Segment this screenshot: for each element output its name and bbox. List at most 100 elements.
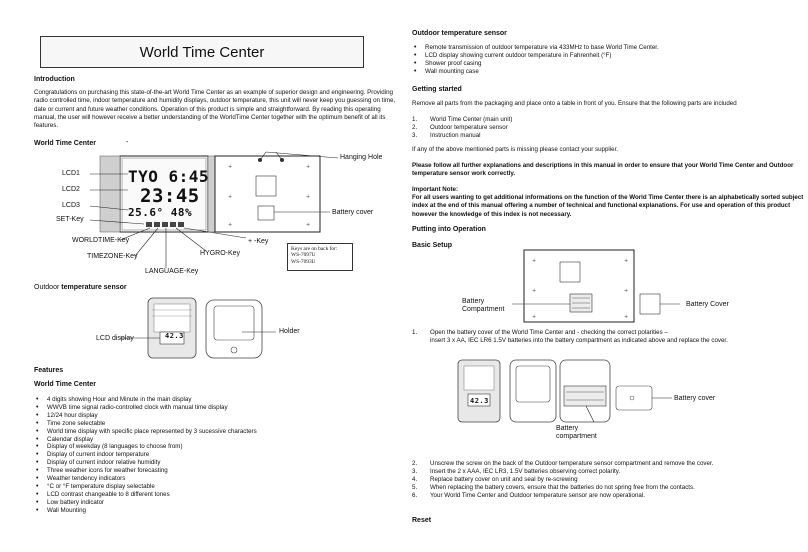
svg-text:+: + [228, 222, 232, 228]
list-item: 4. Replace battery cover on unit and seal… [412, 476, 713, 484]
list-item-text: Insert the 2 x AAA, IEC LR3, 1.5V batter… [430, 467, 621, 475]
language-key-label: LANGUAGE-Key [145, 268, 199, 275]
list-item: 2. Unscrew the screw on the back of the O… [412, 460, 713, 468]
list-item-number: 2. [412, 460, 418, 467]
set-key-label: SET-Key [56, 216, 84, 223]
reset-heading: Reset [412, 517, 432, 524]
intro-text: Congratulations on purchasing this state… [34, 89, 396, 130]
list-item-number: 5. [412, 483, 418, 491]
svg-text:+: + [624, 288, 628, 294]
list-item-text: When replacing the battery covers, ensur… [430, 483, 695, 491]
plus-key-label: + -Key [248, 238, 269, 245]
list-item: Display of current indoor relative humid… [34, 459, 257, 467]
svg-text:+: + [306, 194, 310, 200]
hanging-hole-label: Hanging Hole [340, 154, 383, 161]
svg-text:+: + [532, 288, 536, 294]
fig2-battery-cover-label: Battery cover [674, 395, 716, 402]
outdoor-heading-pre: Outdoor [34, 284, 62, 291]
list-item: LCD display showing current outdoor temp… [412, 52, 659, 60]
battery-cover-label: Battery cover [332, 209, 374, 216]
lcd3-label: LCD3 [62, 202, 80, 209]
battery-compartment-diagram: + + + + + + [512, 249, 680, 323]
list-item: Time zone selectable [34, 420, 257, 428]
list-item-text: Outdoor temperature sensor [430, 123, 508, 131]
keys-note-line2: WS-7097U [291, 252, 316, 259]
list-item-number: 1. [412, 116, 418, 123]
features-list: 4 digits showing Hour and Minute in the … [34, 396, 257, 515]
right-page: Outdoor temperature sensor Remote transm… [404, 0, 808, 552]
lcd1-readout: TYO 6:45 [128, 167, 210, 186]
list-item: Weather tendency indicators [34, 475, 257, 483]
svg-text:+: + [306, 222, 310, 228]
getting-started-heading: Getting started [412, 86, 462, 93]
list-item: Display of weekday (8 languages to choos… [34, 443, 257, 451]
list-item: 6. Your World Time Center and Outdoor tem… [412, 492, 713, 500]
list-item: 2. Outdoor temperature sensor [412, 124, 512, 132]
list-item: Wall Mounting [34, 507, 257, 515]
outdoor-sensor-heading: Outdoor temperature sensor [412, 30, 507, 37]
lcd3-readout: 25.6° 48% [128, 206, 193, 219]
lcd-display-label: LCD display [96, 335, 134, 342]
wtc-dash: - [126, 139, 129, 146]
fig1-battery-cover-label: Battery Cover [686, 301, 729, 308]
features-subheading: World Time Center [34, 381, 96, 388]
list-item-text: Instruction manual [430, 131, 481, 139]
fig2-sensor-reading: 42.3 [470, 397, 489, 405]
important-note-text: For all users wanting to get additional … [412, 194, 804, 218]
svg-text:+: + [532, 258, 536, 264]
keys-note-line3: WS-7093U [291, 258, 316, 265]
svg-text:+: + [306, 164, 310, 170]
step1-text: Open the battery cover of the World Time… [430, 329, 668, 336]
list-item: Three weather icons for weather forecast… [34, 467, 257, 475]
important-note-heading: Important Note: [412, 186, 459, 193]
list-item-text: World Time Center (main unit) [430, 116, 513, 123]
list-item: Low battery indicator [34, 499, 257, 507]
left-page: World Time Center Introduction Congratul… [0, 0, 400, 552]
list-item-number: 2. [412, 123, 418, 131]
list-item-text: Unscrew the screw on the back of the Out… [430, 460, 714, 467]
list-item-number: 4. [412, 475, 418, 483]
list-item-text: Replace battery cover on unit and seal b… [430, 475, 578, 483]
list-item-number: 3. [412, 467, 418, 475]
sensor-diagram [120, 297, 276, 359]
list-item: Wall mounting case [412, 68, 659, 76]
list-item-number: 6. [412, 491, 418, 499]
lcd1-label: LCD1 [62, 170, 80, 177]
list-item: LCD contrast changeable to 8 different t… [34, 491, 257, 499]
list-item: 1. World Time Center (main unit) [412, 116, 512, 124]
svg-text:+: + [532, 314, 536, 320]
step1-text2: insert 3 x AA, IEC LR6 1.5V batteries in… [430, 337, 728, 344]
list-item: Calendar display [34, 436, 257, 444]
worldtime-key-label: WORLDTIME-Key [72, 237, 130, 244]
holder-label: Holder [279, 328, 300, 335]
page-title: World Time Center [139, 43, 265, 61]
svg-text:+: + [624, 314, 628, 320]
outdoor-features-list: Remote transmission of outdoor temperatu… [412, 44, 659, 76]
outdoor-heading-bold: temperature sensor [61, 284, 127, 291]
title-box: World Time Center [40, 36, 364, 68]
parts-list: 1. World Time Center (main unit) 2. Outdoor… [412, 116, 512, 140]
svg-text:+: + [624, 258, 628, 264]
sensor-reading: 42.3 [165, 332, 184, 340]
getting-started-text: Remove all parts from the packaging and … [412, 100, 737, 107]
lcd2-readout: 23:45 [140, 185, 200, 207]
keys-note-box: Keys are on back for: WS-7097U WS-7093U [287, 243, 353, 271]
setup-steps-list: 2. Unscrew the screw on the back of the O… [412, 460, 713, 500]
list-item: 5. When replacing the battery covers, ens… [412, 484, 713, 492]
missing-parts-text: If any of the above mentioned parts is m… [412, 146, 619, 153]
intro-heading: Introduction [34, 76, 75, 83]
list-item: 3. Insert the 2 x AAA, IEC LR3, 1.5V batt… [412, 468, 713, 476]
keys-note-line1: Keys are on back for: [291, 246, 338, 252]
timezone-key-label: TIMEZONE-Key [87, 253, 138, 260]
list-item-text: Your World Time Center and Outdoor tempe… [430, 491, 645, 499]
list-item: Shower proof casing [412, 60, 659, 68]
list-item: Remote transmission of outdoor temperatu… [412, 44, 659, 52]
fig2-battery-compartment-label: Battery compartment [556, 425, 597, 440]
list-item: Display of current indoor temperature [34, 451, 257, 459]
list-item: WWVB time signal radio-controlled clock … [34, 404, 257, 412]
list-item: World time display with specific place r… [34, 428, 257, 436]
list-item: 12/24 hour display [34, 412, 257, 420]
lcd2-label: LCD2 [62, 186, 80, 193]
list-item: 3.Instruction manual [412, 132, 512, 140]
features-heading: Features [34, 367, 64, 374]
